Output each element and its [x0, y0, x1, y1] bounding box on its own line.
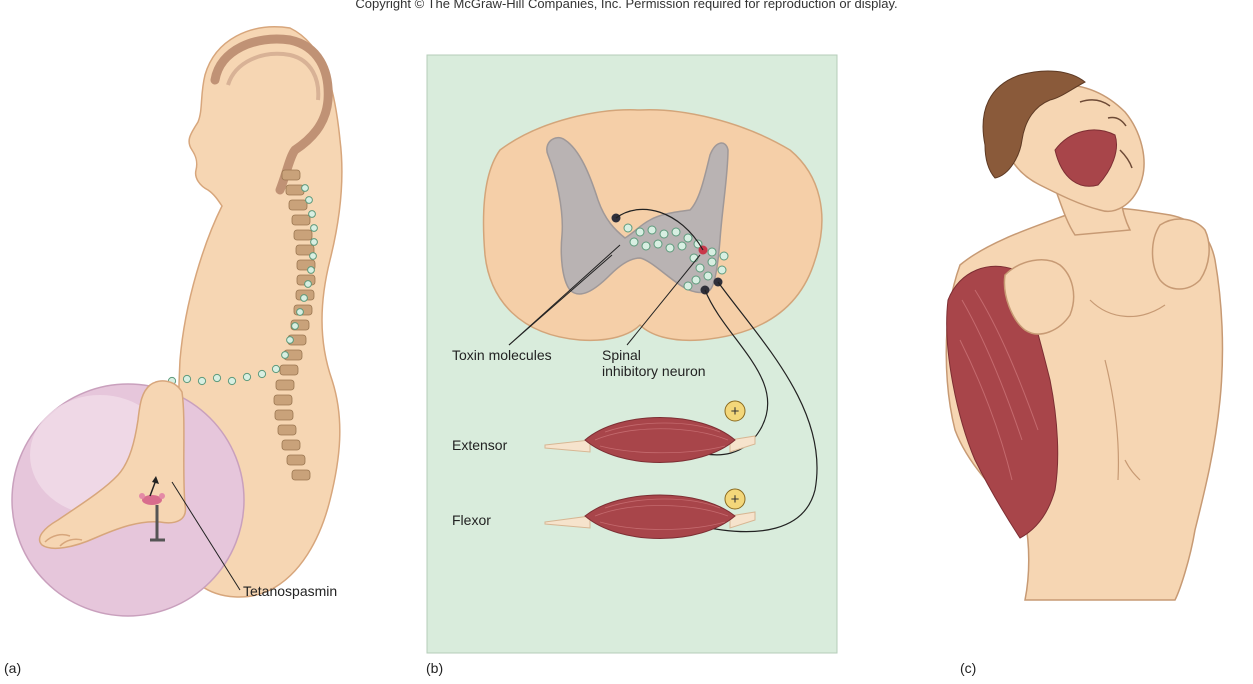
vertebra: [278, 425, 296, 435]
vertebra: [276, 380, 294, 390]
plus-circle-extensor: +: [725, 401, 745, 421]
toxin-molecule-icon: [292, 323, 299, 330]
vertebra: [275, 410, 293, 420]
panel-a-illustration: [12, 27, 342, 616]
toxin-molecule-icon: [718, 266, 726, 274]
toxin-molecule-icon: [678, 242, 686, 250]
label-tetanospasmin: Tetanospasmin: [243, 583, 337, 599]
toxin-molecule-icon: [198, 377, 205, 384]
vertebra: [282, 170, 300, 180]
panel-label-c: (c): [960, 660, 976, 676]
toxin-molecule-icon: [666, 244, 674, 252]
vertebra: [287, 455, 305, 465]
toxin-molecule-icon: [272, 365, 279, 372]
toxin-molecule-icon: [309, 211, 316, 218]
toxin-molecule-icon: [243, 373, 250, 380]
toxin-molecule-icon: [708, 248, 716, 256]
toxin-molecule-icon: [648, 226, 656, 234]
toxin-molecule-icon: [183, 375, 190, 382]
toxin-molecule-icon: [282, 352, 289, 359]
toxin-molecule-icon: [630, 238, 638, 246]
vertebra: [289, 200, 307, 210]
toxin-molecule-icon: [287, 337, 294, 344]
vertebra: [292, 215, 310, 225]
vertebra: [286, 185, 304, 195]
label-spinal-inhibitory-neuron: Spinal inhibitory neuron: [602, 347, 706, 379]
toxin-molecule-icon: [311, 225, 318, 232]
right-hand: [1153, 219, 1210, 289]
toxin-molecule-icon: [306, 197, 313, 204]
toxin-molecule-icon: [624, 224, 632, 232]
plus-circle-flexor: +: [725, 489, 745, 509]
label-flexor: Flexor: [452, 512, 491, 528]
toxin-molecule-icon: [213, 374, 220, 381]
toxin-molecule-icon: [305, 281, 312, 288]
toxin-molecule-icon: [228, 377, 235, 384]
toxin-molecule-icon: [672, 228, 680, 236]
vertebra: [280, 365, 298, 375]
vertebra: [292, 470, 310, 480]
label-spinal-line1: Spinal: [602, 347, 706, 363]
toxin-molecule-icon: [708, 258, 716, 266]
toxin-molecule-icon: [636, 228, 644, 236]
toxin-molecule-icon: [704, 272, 712, 280]
toxin-molecule-icon: [660, 230, 668, 238]
plus-sign-extensor: +: [731, 403, 740, 420]
toxin-molecule-icon: [258, 370, 265, 377]
toxin-molecule-icon: [684, 282, 692, 290]
toxin-molecule-icon: [642, 242, 650, 250]
toxin-molecule-icon: [301, 295, 308, 302]
vertebra: [282, 440, 300, 450]
vertebra: [274, 395, 292, 405]
toxin-molecule-icon: [692, 276, 700, 284]
toxin-molecule-icon: [302, 185, 309, 192]
toxin-molecule-icon: [720, 252, 728, 260]
toxin-molecule-icon: [311, 239, 318, 246]
panel-label-b: (b): [426, 660, 443, 676]
toxin-molecule-icon: [690, 254, 698, 262]
toxin-molecule-icon: [684, 234, 692, 242]
toxin-molecule-icon: [654, 240, 662, 248]
vertebra: [294, 230, 312, 240]
panel-label-a: (a): [4, 660, 21, 676]
toxin-molecule-icon: [696, 264, 704, 272]
label-toxin-molecules: Toxin molecules: [452, 347, 552, 363]
plus-sign-flexor: +: [731, 491, 740, 508]
toxin-molecule-icon: [297, 309, 304, 316]
label-extensor: Extensor: [452, 437, 507, 453]
toxin-molecule-icon: [310, 253, 317, 260]
panel-c-illustration: [946, 71, 1222, 600]
label-spinal-line2: inhibitory neuron: [602, 363, 706, 379]
toxin-molecule-icon: [308, 267, 315, 274]
